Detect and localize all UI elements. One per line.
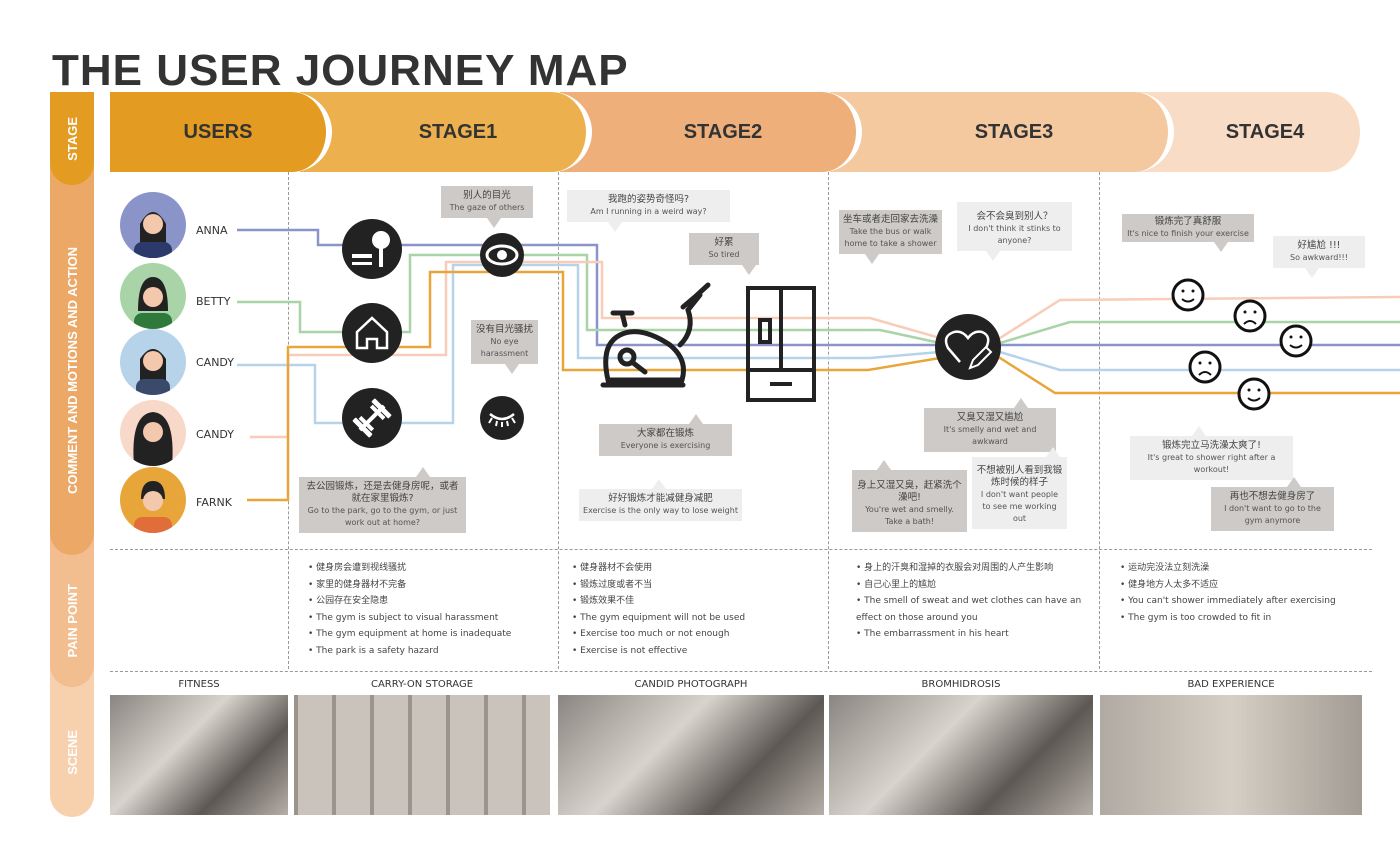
pain-point-item: • Exercise is not effective xyxy=(572,645,688,656)
pain-point-item: • The gym equipment will not be used xyxy=(572,612,746,623)
user-name: FARNK xyxy=(196,496,232,509)
pain-point-item: • The embarrassment in his heart xyxy=(856,629,1009,639)
divider xyxy=(1099,172,1100,669)
side-label-pain-point: PAIN POINT xyxy=(50,535,94,687)
happy-face-icon xyxy=(1279,324,1313,358)
pain-point-item: • The gym equipment at home is inadequat… xyxy=(308,629,512,639)
home-icon xyxy=(342,303,402,363)
happy-face-icon xyxy=(1171,278,1205,312)
stage-header-2: STAGE2 xyxy=(560,92,862,172)
park-icon xyxy=(342,219,402,279)
scene-image-bad-experience xyxy=(1100,695,1362,815)
scene-image-fitness xyxy=(110,695,288,815)
stage-header-1: STAGE1 xyxy=(300,92,592,172)
divider xyxy=(558,172,559,669)
sad-face-icon xyxy=(1233,299,1267,333)
journey-line-anna xyxy=(237,228,1400,347)
closed-eye-icon xyxy=(480,396,524,440)
side-label-scene: SCENE xyxy=(50,667,94,817)
user-name: BETTY xyxy=(196,295,231,308)
scene-label: BAD EXPERIENCE xyxy=(1187,679,1275,690)
eye-icon xyxy=(480,233,524,277)
scene-label: CARRY-ON STORAGE xyxy=(370,679,474,690)
divider xyxy=(110,549,1372,550)
avatar-candy xyxy=(120,329,186,395)
happy-face-icon xyxy=(1237,377,1271,411)
comment-bubble: 锻炼完立马洗澡太爽了!It's great to shower right af… xyxy=(1130,426,1293,480)
pain-point-item: • 健身房会遭到视线骚扰 xyxy=(308,563,407,573)
pain-points-stage4: • 运动完没法立刻洗澡 • 健身地方人太多不适应 • You can't showe… xyxy=(1120,560,1390,626)
divider xyxy=(110,671,1372,672)
pain-point-item: • 身上的汗臭和湿掉的衣服会对周围的人产生影响 xyxy=(856,563,1054,573)
avatar-candy-2 xyxy=(120,400,186,466)
pain-point-item: • The smell of sweat and wet clothes can… xyxy=(856,596,1082,623)
journey-line-candy2 xyxy=(250,260,1400,439)
scene-label: BROMHIDROSIS xyxy=(921,679,1001,690)
locker-icon xyxy=(746,286,816,402)
sad-face-icon xyxy=(1188,350,1222,384)
pain-points-stage2: • 健身器材不会使用 • 锻炼过度或者不当 • 锻炼效果不佳 • The gym eq… xyxy=(572,560,822,659)
pain-point-item: • 公园存在安全隐患 xyxy=(308,596,389,606)
comment-bubble: 会不会臭到别人？I don't think it stinks to anyon… xyxy=(957,202,1072,261)
divider xyxy=(828,172,829,669)
side-label-comment: COMMENT AND MOTIONS AND ACTION xyxy=(50,165,94,555)
page-title: THE USER JOURNEY MAP xyxy=(52,46,629,95)
pain-points-stage1: • 健身房会遭到视线骚扰 • 家里的健身器材不完备 • 公园存在安全隐患 • The … xyxy=(308,560,553,659)
dumbbell-icon xyxy=(342,388,402,448)
comment-bubble: 我跑的姿势奇怪吗?Am I running in a weird way? xyxy=(567,190,730,232)
scene-label: FITNESS xyxy=(178,679,220,690)
pain-point-item: • 自己心里上的尴尬 xyxy=(856,579,937,590)
stage-header-3: STAGE3 xyxy=(830,92,1174,172)
pain-point-item: • 健身器材不会使用 xyxy=(572,563,653,573)
avatar-farnk xyxy=(120,467,186,533)
journey-line-farnk xyxy=(247,270,1400,502)
pain-point-item: • You can't shower immediately after exe… xyxy=(1120,596,1336,606)
pain-point-item: • The park is a safety hazard xyxy=(308,645,439,656)
avatar-anna xyxy=(120,192,186,258)
pain-point-item: • 健身地方人太多不适应 xyxy=(1120,579,1219,590)
pain-point-item: • 家里的健身器材不完备 xyxy=(308,579,407,590)
journey-line-betty xyxy=(237,253,1400,345)
pain-point-item: • The gym is subject to visual harassmen… xyxy=(308,612,499,623)
user-name: ANNA xyxy=(196,224,228,237)
scene-image-bromhidrosis xyxy=(829,695,1093,815)
pain-points-stage3: • 身上的汗臭和湿掉的衣服会对周围的人产生影响 • 自己心里上的尴尬 • The s… xyxy=(856,560,1096,643)
user-name: CANDY xyxy=(196,356,235,369)
user-name: CANDY xyxy=(196,428,235,441)
pain-point-item: • The gym is too crowded to fit in xyxy=(1120,612,1272,623)
pain-point-item: • 运动完没法立刻洗澡 xyxy=(1120,563,1210,573)
pain-point-item: • 锻炼过度或者不当 xyxy=(572,579,653,590)
pain-point-item: • 锻炼效果不佳 xyxy=(572,596,635,606)
stage-header-users: USERS xyxy=(110,92,332,172)
pain-point-item: • Exercise too much or not enough xyxy=(572,629,730,639)
avatar-betty xyxy=(120,263,186,329)
comment-bubble: 好尴尬 !!!So awkward!!! xyxy=(1273,236,1365,278)
comment-bubble: 去公园锻炼，还是去健身房呢，或者就在家里锻炼?Go to the park, g… xyxy=(299,467,466,533)
heart-pencil-icon xyxy=(935,314,1001,380)
journey-line-candy1 xyxy=(237,263,1400,425)
scene-label: CANDID PHOTOGRAPH xyxy=(634,679,748,690)
comment-bubble: 身上又湿又臭，赶紧洗个澡吧!You're wet and smelly. Tak… xyxy=(852,460,967,532)
side-label-stage: STAGE xyxy=(50,92,94,185)
scene-image-storage xyxy=(294,695,550,815)
scene-image-photograph xyxy=(558,695,824,815)
exercise-bike-icon xyxy=(600,282,711,388)
